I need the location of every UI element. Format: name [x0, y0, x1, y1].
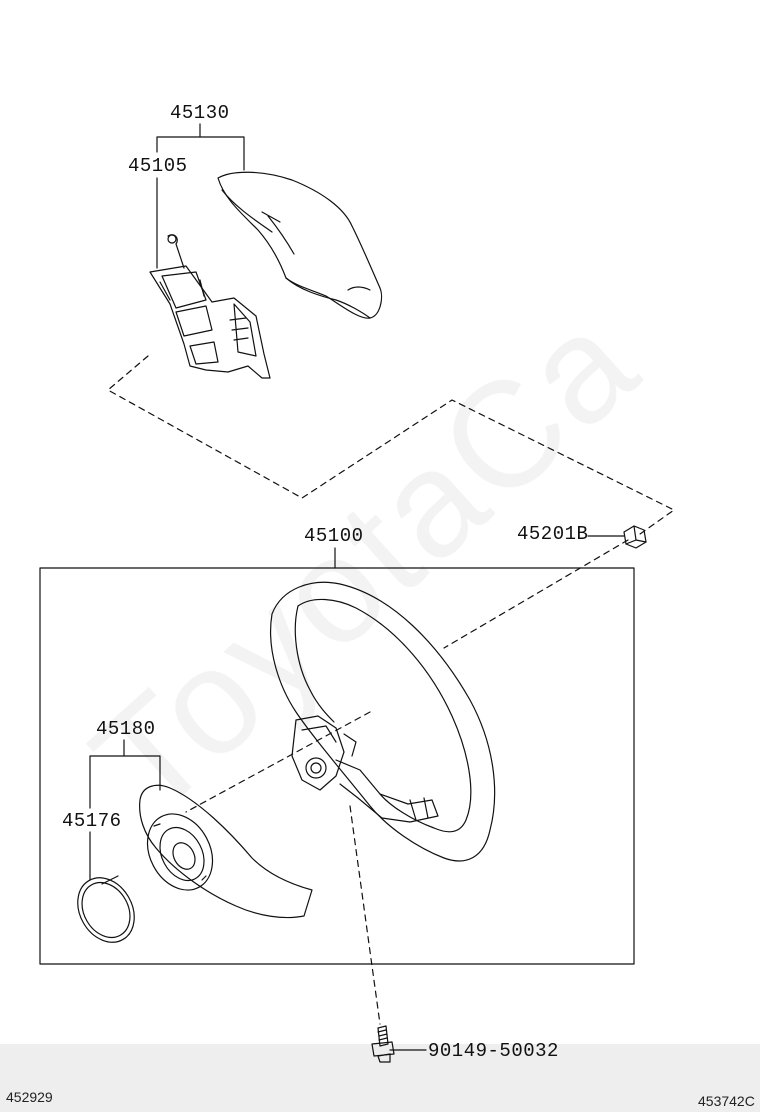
steering-wheel-shape: [270, 581, 496, 862]
horn-bracket-shape: [149, 234, 271, 379]
part-label-45100: 45100: [304, 525, 364, 547]
diagram-code-left: 452929: [6, 1089, 53, 1105]
bolt-shape: [371, 1025, 395, 1063]
spring-ring-shape: [77, 875, 135, 943]
part-label-45130: 45130: [170, 102, 230, 124]
part-label-45105: 45105: [128, 155, 188, 177]
leader-45180: [89, 739, 161, 809]
part-label-45176: 45176: [62, 810, 122, 832]
install-lines: [107, 355, 675, 1025]
part-label-45201b: 45201B: [517, 523, 589, 545]
diagram-code-right: 453742C: [698, 1093, 755, 1109]
horn-pad-shape: [217, 171, 383, 319]
nut-shape: [623, 525, 647, 549]
part-label-45180: 45180: [96, 718, 156, 740]
lower-cover-shape: [139, 784, 313, 919]
group-frame: [39, 567, 635, 965]
part-label-90149-50032: 90149-50032: [428, 1040, 559, 1062]
leader-45130: [156, 123, 245, 171]
